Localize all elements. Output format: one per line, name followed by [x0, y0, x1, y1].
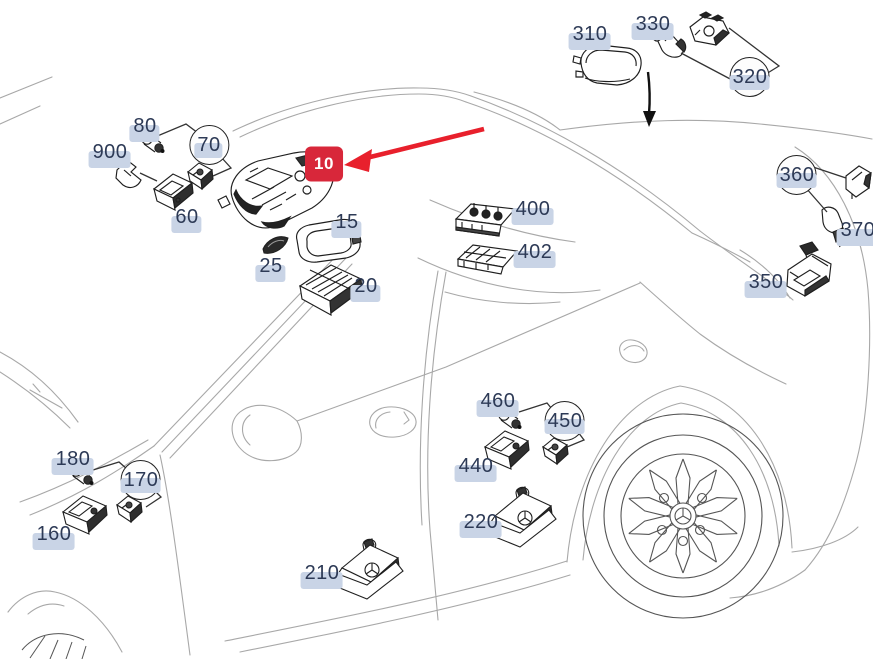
selection-arrow — [344, 126, 485, 172]
part-label-440[interactable]: 440 — [454, 456, 497, 482]
part-label-210[interactable]: 210 — [300, 563, 343, 589]
part-350-graphic[interactable] — [786, 241, 832, 298]
part-450-socket-graphic[interactable] — [542, 437, 569, 465]
part-label-350[interactable]: 350 — [744, 272, 787, 298]
mercedes-star-icon — [674, 507, 692, 525]
direction-arrow — [643, 71, 656, 127]
part-label-450[interactable]: 450 — [544, 401, 585, 441]
front-wheel-partial — [21, 633, 87, 659]
part-label-170[interactable]: 170 — [120, 460, 161, 500]
part-60-graphic[interactable] — [152, 173, 194, 212]
part-320-socket-graphic[interactable] — [689, 11, 731, 47]
part-label-320[interactable]: 320 — [729, 57, 770, 97]
part-label-80[interactable]: 80 — [129, 116, 160, 142]
part-label-25[interactable]: 25 — [255, 256, 286, 282]
rear-wheel — [582, 413, 784, 619]
part-label-310[interactable]: 310 — [568, 24, 611, 50]
part-label-180[interactable]: 180 — [51, 449, 94, 475]
part-400-graphic[interactable] — [454, 203, 517, 237]
part-210-graphic[interactable] — [329, 538, 404, 600]
part-402-graphic[interactable] — [456, 244, 519, 275]
part-label-220[interactable]: 220 — [459, 512, 502, 538]
part-360-socket-graphic[interactable] — [845, 165, 872, 199]
selected-badge — [304, 146, 343, 182]
part-label-70[interactable]: 70 — [189, 125, 229, 165]
part-label-160[interactable]: 160 — [32, 524, 75, 550]
part-label-370[interactable]: 370 — [836, 220, 873, 246]
part-label-360[interactable]: 360 — [776, 155, 817, 195]
part-label-330[interactable]: 330 — [631, 14, 674, 40]
part-label-10[interactable]: 10 — [304, 146, 343, 182]
part-label-15[interactable]: 15 — [331, 212, 362, 238]
part-310-graphic[interactable] — [572, 44, 642, 86]
part-label-402[interactable]: 402 — [513, 242, 556, 268]
part-label-900[interactable]: 900 — [88, 142, 131, 168]
part-25-graphic[interactable] — [262, 236, 289, 254]
part-label-400[interactable]: 400 — [511, 199, 554, 225]
part-label-460[interactable]: 460 — [476, 391, 519, 417]
part-label-60[interactable]: 60 — [171, 207, 202, 233]
part-label-20[interactable]: 20 — [350, 276, 381, 302]
wheel-spokes — [628, 458, 738, 574]
